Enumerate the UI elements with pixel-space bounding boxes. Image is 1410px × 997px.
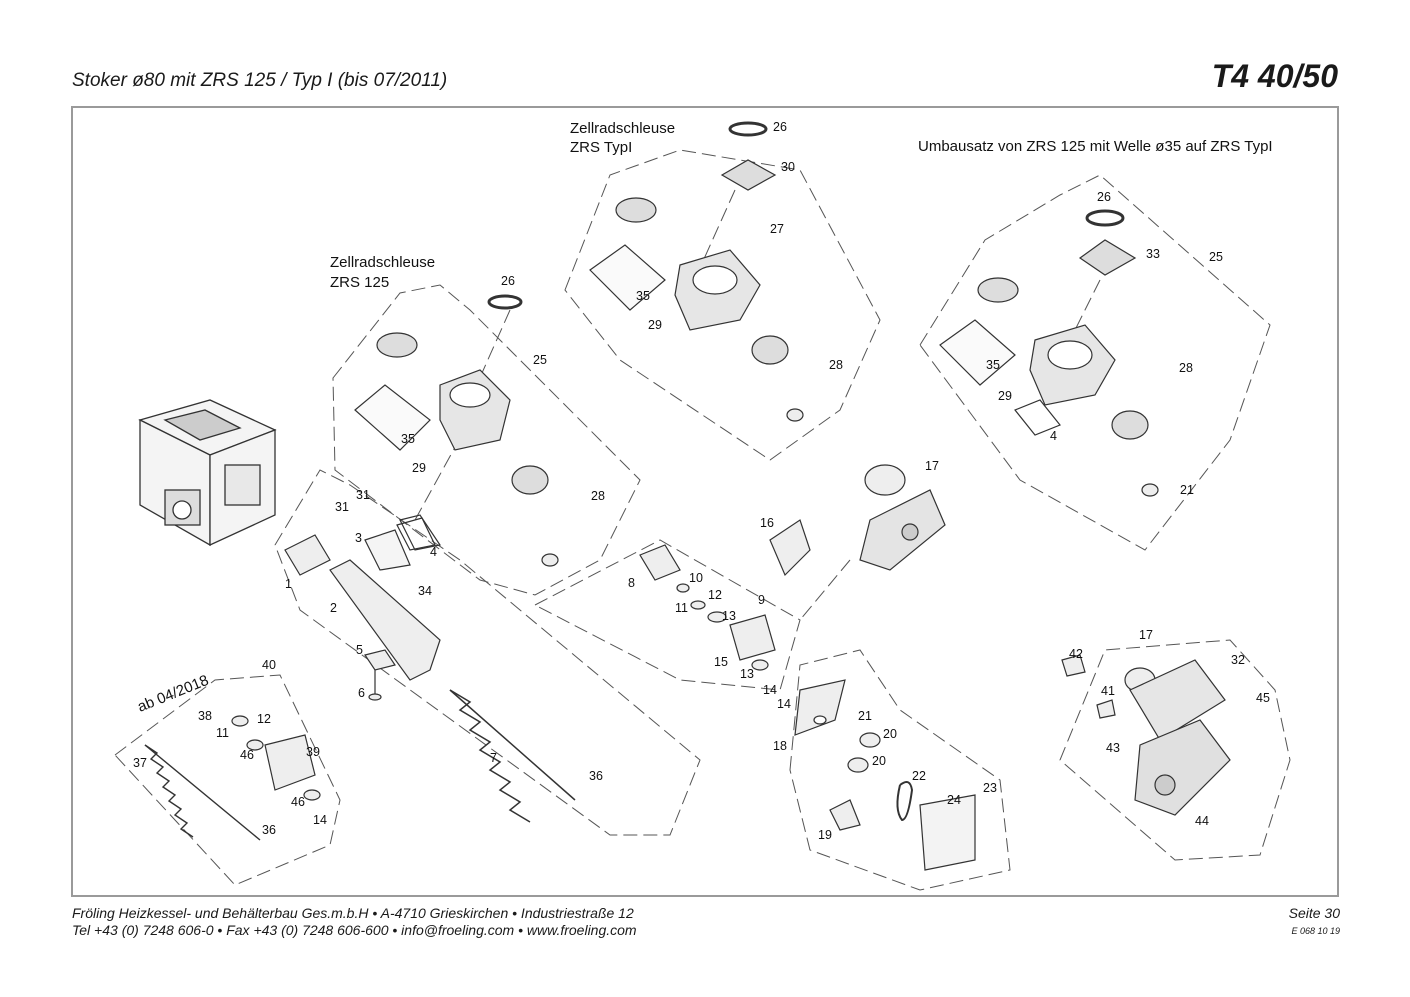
motor-lower-right — [1061, 654, 1231, 816]
zrs125-callout-25: 25 — [533, 353, 547, 367]
callout-16: 16 — [760, 516, 774, 530]
ab2018-callout-36: 36 — [262, 823, 276, 837]
ab2018-callout-12: 12 — [257, 712, 271, 726]
document-number: E 068 10 19 — [1291, 926, 1340, 936]
group-outline-stoker — [274, 469, 701, 836]
callout-2: 2 — [330, 601, 337, 615]
callout-3: 3 — [355, 531, 362, 545]
callout-34: 34 — [418, 584, 432, 598]
ab2018-callout-39: 39 — [306, 745, 320, 759]
group-outline-zrs-typ1 — [564, 149, 881, 461]
callout-31a: 31 — [356, 488, 370, 502]
callout-11: 11 — [675, 601, 688, 615]
zrs125-callout-35: 35 — [401, 432, 415, 446]
footer-company-line: Fröling Heizkessel- und Behälterbau Ges.… — [72, 905, 634, 921]
motor-callout-32: 32 — [1231, 653, 1245, 667]
callout-9: 9 — [758, 593, 765, 607]
callout-23: 23 — [983, 781, 997, 795]
motor-callout-17: 17 — [1139, 628, 1153, 642]
motor-callout-41: 41 — [1101, 684, 1115, 698]
motor-callout-42: 42 — [1069, 647, 1083, 661]
callout-8: 8 — [628, 576, 635, 590]
callout-17: 17 — [925, 459, 939, 473]
group-outline-zrs125 — [332, 284, 641, 596]
zrs125-heading-line1: Zellradschleuse — [330, 254, 435, 271]
group-outline-drive — [789, 649, 1011, 891]
zrs-typ1-callout-26: 26 — [773, 120, 787, 134]
callout-21: 21 — [858, 709, 872, 723]
callout-36: 36 — [589, 769, 603, 783]
zrs-typ1-callout-29: 29 — [648, 318, 662, 332]
drawing-frame — [71, 106, 1339, 897]
callout-24: 24 — [947, 793, 961, 807]
zrs125-callout-29: 29 — [412, 461, 426, 475]
document-title: Stoker ø80 mit ZRS 125 / Typ I (bis 07/2… — [72, 70, 448, 91]
callout-10: 10 — [689, 571, 703, 585]
zrs-typ1-callout-35: 35 — [636, 289, 650, 303]
zrs125-parts — [354, 294, 559, 567]
callout-13b: 13 — [740, 667, 754, 681]
callout-31b: 31 — [335, 500, 349, 514]
callout-19: 19 — [818, 828, 832, 842]
zrs-typ1-callout-27: 27 — [770, 222, 784, 236]
callout-14b: 14 — [777, 697, 791, 711]
conversion-callout-26: 26 — [1097, 190, 1111, 204]
conversion-callout-29: 29 — [998, 389, 1012, 403]
zrs-typ1-heading-line1: Zellradschleuse — [570, 120, 675, 137]
ab2018-callout-11: 11 — [216, 726, 229, 740]
group-outline-conversion — [919, 174, 1271, 551]
ab2018-callout-37: 37 — [133, 756, 147, 770]
ab2018-parts — [144, 715, 321, 841]
callout-7: 7 — [490, 751, 497, 765]
hopper-assembly — [138, 399, 277, 547]
zrs125-heading-line2: ZRS 125 — [330, 274, 389, 291]
conversion-callout-21: 21 — [1180, 483, 1194, 497]
gear-parts — [639, 519, 976, 871]
ab2018-callout-38: 38 — [198, 709, 212, 723]
group-outline-motor — [1059, 639, 1291, 861]
footer-contact-line: Tel +43 (0) 7248 606-0 • Fax +43 (0) 724… — [72, 922, 637, 938]
page-number: Seite 30 — [1288, 905, 1340, 921]
zrs-typ1-parts — [589, 121, 804, 422]
callout-22: 22 — [912, 769, 926, 783]
zrs-typ1-callout-28: 28 — [829, 358, 843, 372]
conversion-kit-heading: Umbausatz von ZRS 125 mit Welle ø35 auf … — [918, 138, 1273, 155]
ab2018-callout-40: 40 — [262, 658, 276, 672]
zrs-typ1-callout-30: 30 — [781, 160, 795, 174]
callout-18: 18 — [773, 739, 787, 753]
conversion-callout-28: 28 — [1179, 361, 1193, 375]
motor-callout-45: 45 — [1256, 691, 1270, 705]
ab2018-callout-46b: 46 — [291, 795, 305, 809]
group-outline-gear — [533, 539, 801, 691]
group-outline-ab2018 — [114, 674, 341, 886]
zrs125-callout-26: 26 — [501, 274, 515, 288]
ab2018-callout-46a: 46 — [240, 748, 254, 762]
motor-middle — [859, 464, 946, 571]
callout-20a: 20 — [883, 727, 897, 741]
conversion-callout-25: 25 — [1209, 250, 1223, 264]
conversion-callout-35: 35 — [986, 358, 1000, 372]
ab2018-callout-14: 14 — [313, 813, 327, 827]
stoker-parts — [284, 517, 576, 823]
callout-13a: 13 — [722, 609, 736, 623]
callout-14a: 14 — [763, 683, 777, 697]
callout-12: 12 — [708, 588, 722, 602]
callout-15: 15 — [714, 655, 728, 669]
zrs-typ1-heading-line2: ZRS TypI — [570, 139, 632, 156]
callout-20b: 20 — [872, 754, 886, 768]
callout-1: 1 — [285, 577, 292, 591]
motor-callout-43: 43 — [1106, 741, 1120, 755]
model-number: T4 40/50 — [1211, 58, 1338, 94]
motor-callout-44: 44 — [1195, 814, 1209, 828]
conversion-callout-33: 33 — [1146, 247, 1160, 261]
zrs125-callout-28: 28 — [591, 489, 605, 503]
conversion-callout-4: 4 — [1050, 429, 1057, 443]
callout-4: 4 — [430, 545, 437, 559]
conversion-kit-parts — [939, 209, 1159, 497]
callout-6: 6 — [358, 686, 365, 700]
callout-5: 5 — [356, 643, 363, 657]
